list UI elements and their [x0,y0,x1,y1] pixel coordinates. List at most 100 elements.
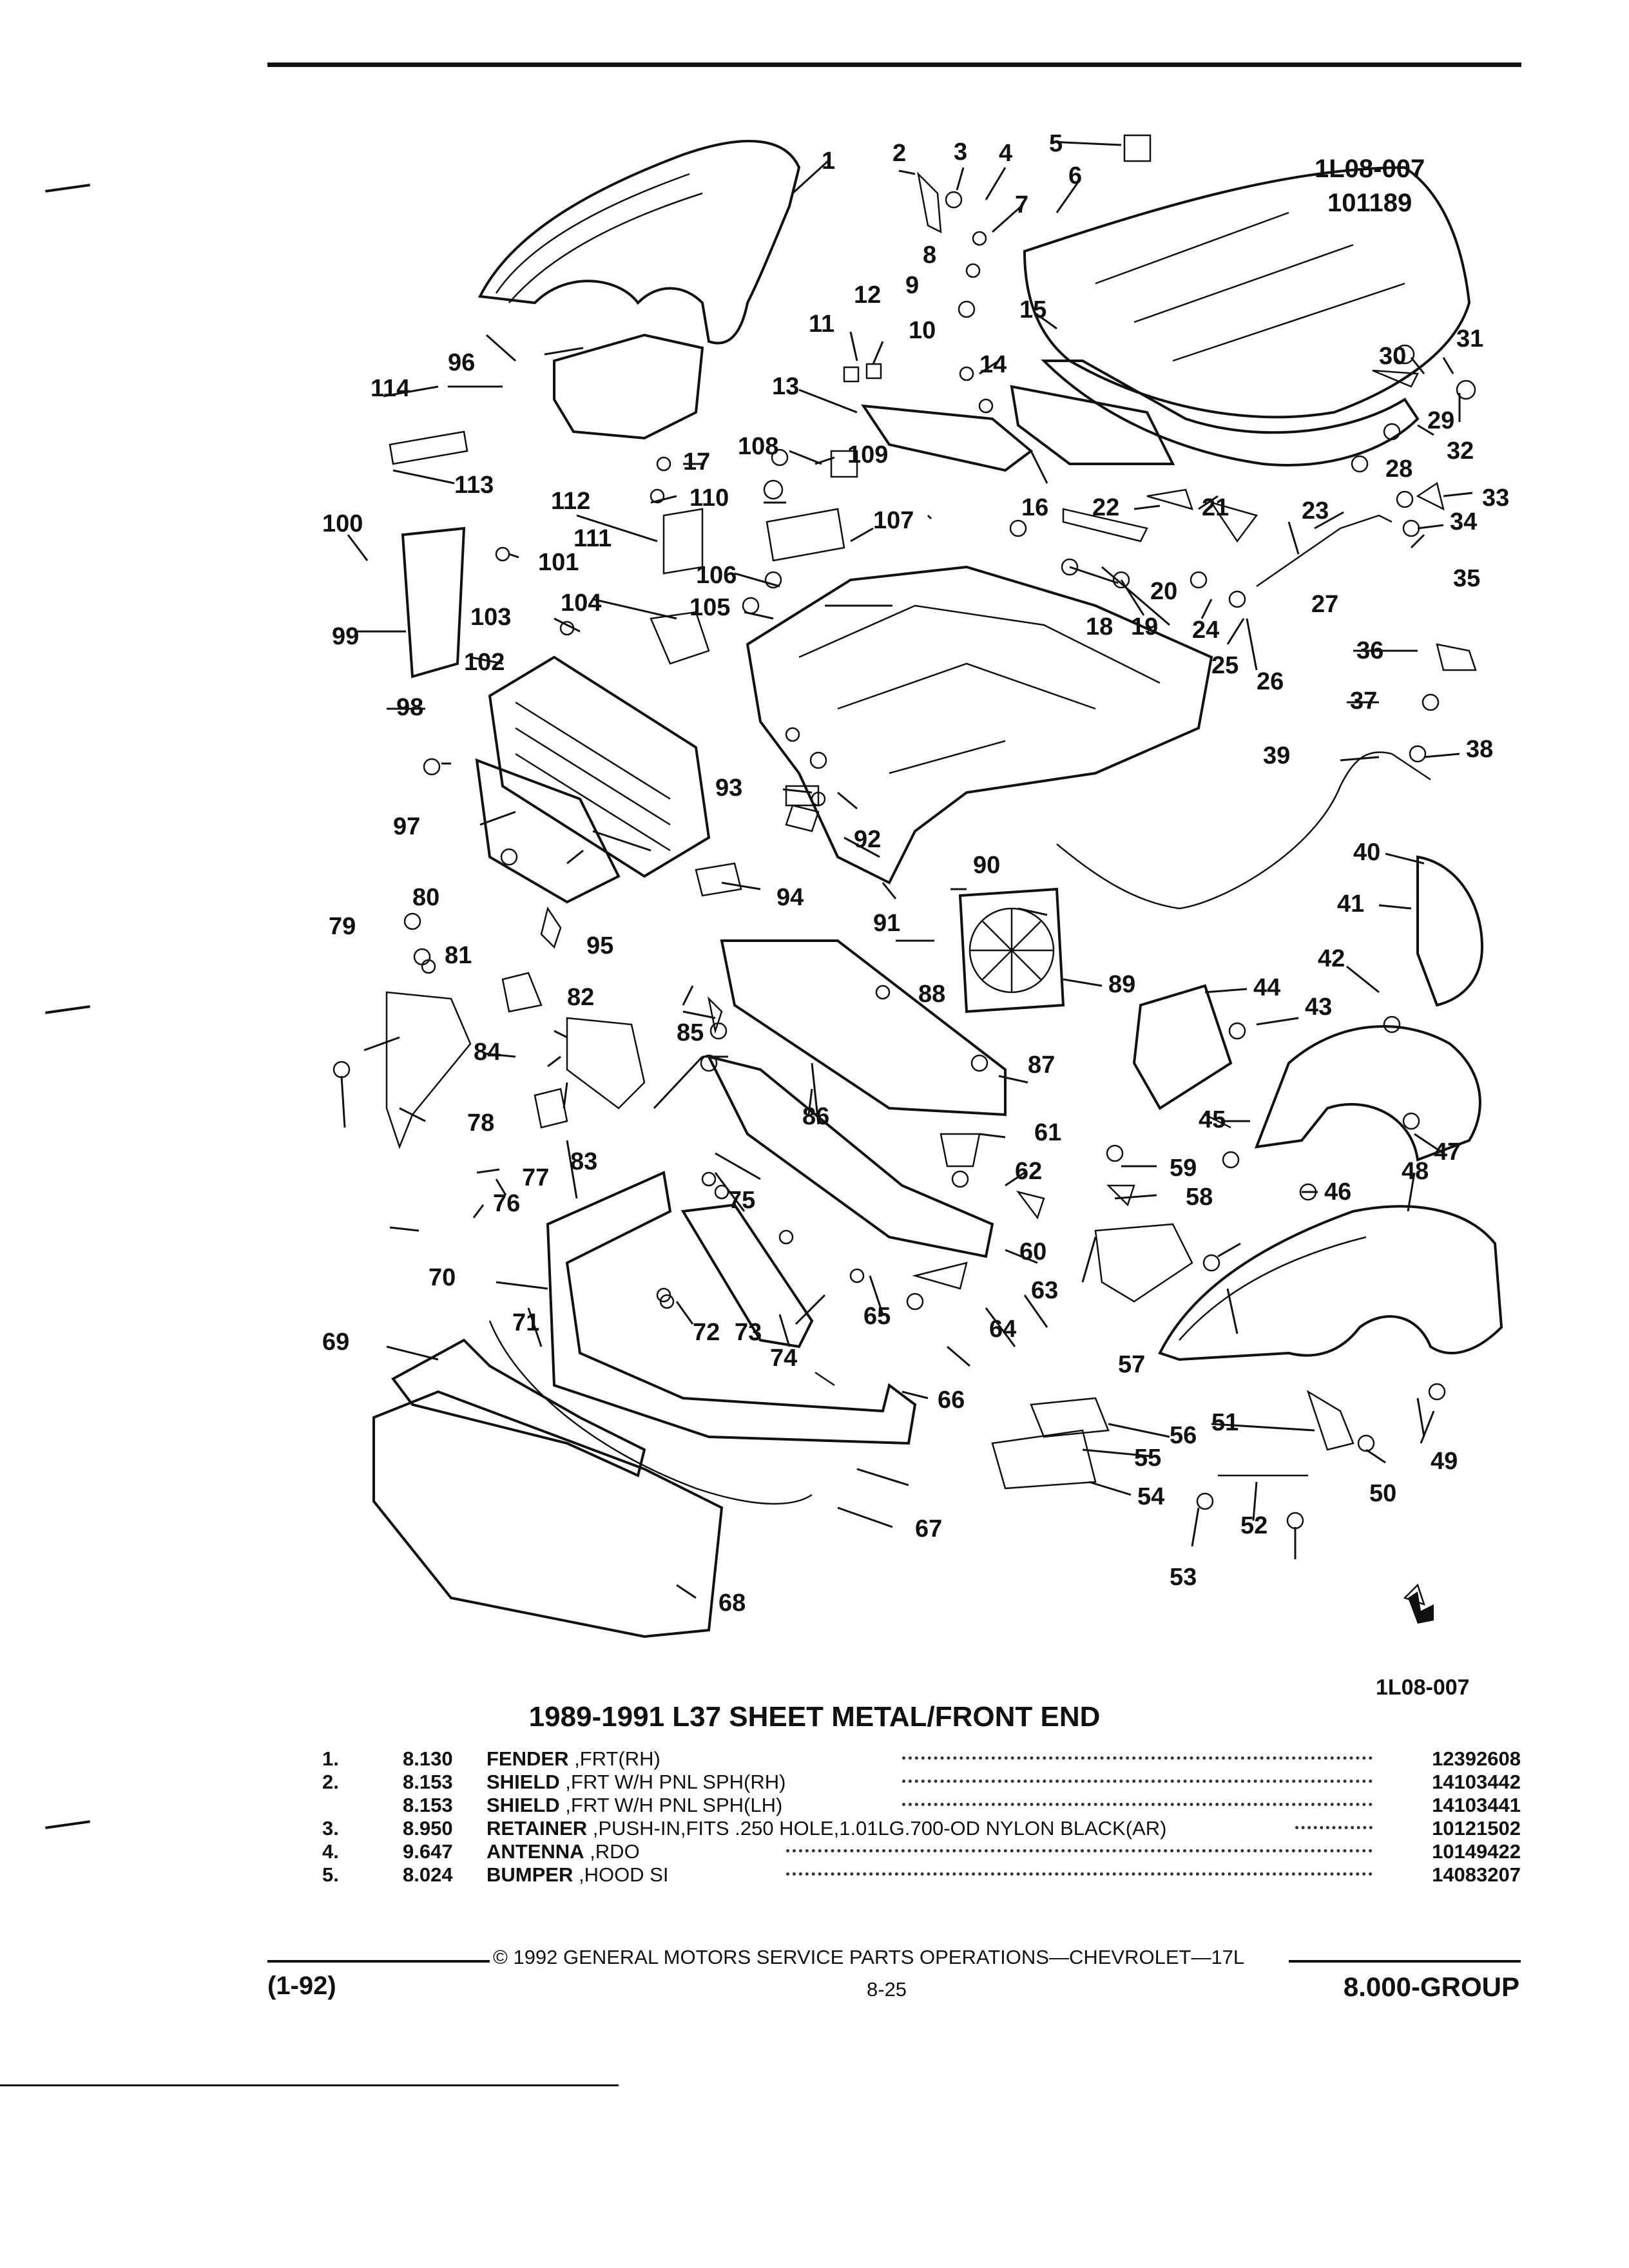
drawing-date-code: 101189 [1327,189,1412,217]
callout: 19 [1131,613,1158,640]
callout: 78 [467,1110,494,1137]
callout: 103 [470,604,511,631]
grille-shape [680,1203,814,1349]
callout: 96 [448,349,475,376]
callout: 86 [802,1103,829,1130]
dot-leader [902,1756,1373,1760]
callout: 99 [332,623,359,650]
callout: 63 [1031,1277,1058,1304]
callout: 23 [1302,497,1329,524]
callout: 88 [918,981,945,1008]
callout: 32 [1447,437,1474,465]
callout: 40 [1353,839,1380,866]
callout: 90 [973,852,1000,879]
part-name: RETAINER ,PUSH-IN,FITS .250 HOLE,1.01LG.… [487,1817,1167,1840]
callout: 106 [696,562,737,589]
wheelhouse-shield-shape [553,333,704,440]
callout: 11 [809,311,834,338]
item-number: 5. [322,1863,339,1886]
part-name: SHIELD ,FRT W/H PNL SPH(RH) [487,1771,786,1793]
item-number: 2. [322,1771,339,1793]
footer-group: 8.000-GROUP [1343,1972,1519,2002]
drawing-id-bottom: 1L08-007 [1376,1675,1470,1700]
part-name: SHIELD ,FRT W/H PNL SPH(LH) [487,1794,783,1816]
part-number: 14103441 [1432,1794,1521,1816]
callout: 110 [689,485,729,512]
fan-shroud-shape [958,887,1065,1014]
callout: 83 [570,1148,597,1175]
callout: 34 [1450,508,1477,535]
callout: 50 [1369,1480,1396,1507]
callout: 109 [847,441,888,468]
callout: 6 [1068,162,1082,189]
section-title: 1989-1991 L37 SHEET METAL/FRONT END [528,1701,1101,1733]
air-deflector-shape [475,758,621,904]
callout: 95 [586,932,613,959]
item-number: 3. [322,1817,339,1840]
callout: 16 [1021,494,1048,521]
callout: 3 [954,139,967,166]
part-description: ,FRT(RH) [568,1747,660,1770]
part-description: ,PUSH-IN,FITS .250 HOLE,1.01LG.700-OD NY… [587,1817,1167,1840]
part-name: FENDER ,FRT(RH) [487,1747,660,1770]
dot-leader [786,1849,1373,1852]
callout: 100 [322,510,363,537]
callout: 37 [1350,687,1377,715]
callout: 27 [1311,591,1338,618]
molding-shape [488,1320,813,1505]
part-number: 10121502 [1432,1817,1521,1840]
part-description: ,FRT W/H PNL SPH(RH) [559,1771,786,1793]
callout: 104 [561,590,601,617]
callout: 10 [909,317,936,344]
item-number: 1. [322,1747,339,1770]
callout: 13 [772,373,799,400]
callout: 112 [551,488,590,515]
callout: 36 [1356,637,1383,664]
callout-labels: 1 2 3 4 5 6 7 8 9 10 11 12 13 14 15 16 1… [322,130,1509,1617]
callout: 46 [1324,1178,1351,1206]
parts-row: 2. 8.153 SHIELD ,FRT W/H PNL SPH(RH) 141… [322,1771,1521,1794]
callout: 48 [1402,1158,1429,1185]
leader-lines [340,140,1473,1599]
footer-rule-left [267,1960,490,1963]
callout: 33 [1482,485,1509,512]
dot-leader [902,1780,1373,1783]
callout: 62 [1015,1158,1042,1185]
group-number: 8.153 [403,1794,453,1816]
callout: 30 [1379,343,1406,370]
radiator-support-shape [746,565,1213,885]
callout: 65 [863,1303,891,1330]
callout: 7 [1015,191,1028,218]
callout: 84 [474,1039,501,1066]
callout: 82 [567,984,594,1011]
footer-copyright: © 1992 GENERAL MOTORS SERVICE PARTS OPER… [493,1946,1245,1968]
part-description: ,RDO [584,1840,640,1863]
callout: 5 [1049,130,1063,157]
callout: 42 [1318,945,1345,972]
callout: 47 [1434,1139,1461,1166]
callout: 114 [371,375,410,402]
callout: 107 [873,507,914,534]
bottom-rule [0,2084,619,2086]
part-number: 12392608 [1432,1747,1521,1770]
hood-inner-panel-shape [1041,360,1420,466]
callout: 75 [728,1187,755,1214]
callout: 79 [329,913,356,940]
callout: 56 [1170,1422,1197,1449]
callout: 108 [738,433,778,460]
callout: 102 [464,649,505,676]
upper-support-shape [720,939,1007,1117]
callout: 93 [715,774,742,802]
callout: 41 [1337,890,1364,918]
callout: 67 [915,1515,942,1542]
cowl-shield-shape [860,404,1034,472]
radiator-shape [488,655,711,878]
callout: 44 [1253,974,1280,1001]
margin-mark [45,1820,90,1829]
callout: 43 [1305,994,1332,1021]
footer-rule-right [1289,1960,1521,1963]
dot-leader [1295,1826,1373,1829]
cable-shape [1056,751,1431,910]
callout: 35 [1453,565,1480,592]
callout: 69 [322,1329,349,1356]
